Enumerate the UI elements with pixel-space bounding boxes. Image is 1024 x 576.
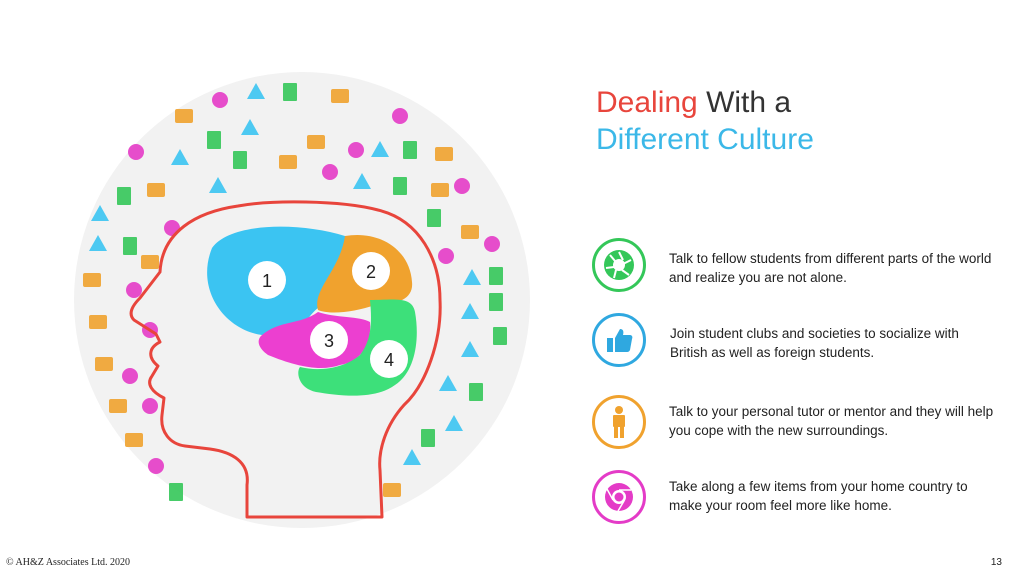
decorative-business-icon — [439, 375, 457, 391]
decorative-business-icon — [141, 255, 159, 269]
decorative-business-icon — [212, 92, 228, 108]
tip-text-2: Join student clubs and societies to soci… — [670, 326, 959, 360]
brain-section-1: 1 — [262, 271, 272, 291]
decorative-business-icon — [95, 357, 113, 371]
decorative-business-icon — [461, 303, 479, 319]
decorative-business-icon — [148, 458, 164, 474]
decorative-business-icon — [431, 183, 449, 197]
decorative-business-icon — [125, 433, 143, 447]
decorative-business-icon — [283, 83, 297, 101]
decorative-business-icon — [348, 142, 364, 158]
business-icon-cloud — [83, 83, 507, 501]
tip-text-3: Talk to your personal tutor or mentor an… — [669, 404, 994, 438]
decorative-business-icon — [128, 144, 144, 160]
decorative-business-icon — [435, 147, 453, 161]
decorative-business-icon — [209, 177, 227, 193]
title-word-dealing: Dealing — [596, 86, 698, 119]
decorative-business-icon — [241, 119, 259, 135]
decorative-business-icon — [169, 483, 183, 501]
decorative-business-icon — [489, 267, 503, 285]
page-number: 13 — [990, 557, 1002, 568]
decorative-business-icon — [147, 183, 165, 197]
decorative-business-icon — [392, 108, 408, 124]
decorative-business-icon — [175, 109, 193, 123]
slide-title: Dealing With a Different Culture — [596, 84, 814, 158]
brain-section-4: 4 — [384, 350, 394, 370]
decorative-business-icon — [421, 429, 435, 447]
decorative-business-icon — [427, 209, 441, 227]
decorative-business-icon — [393, 177, 407, 195]
decorative-business-icon — [83, 273, 101, 287]
chrome-logo-icon — [592, 470, 646, 524]
brain-section-3: 3 — [324, 331, 334, 351]
brain-section-2: 2 — [366, 262, 376, 282]
decorative-business-icon — [383, 483, 401, 497]
decorative-business-icon — [233, 151, 247, 169]
decorative-business-icon — [493, 327, 507, 345]
decorative-business-icon — [322, 164, 338, 180]
decorative-business-icon — [484, 236, 500, 252]
person-icon — [592, 395, 646, 449]
decorative-business-icon — [89, 315, 107, 329]
decorative-business-icon — [91, 205, 109, 221]
decorative-business-icon — [279, 155, 297, 169]
title-word-with-a: With a — [697, 86, 792, 119]
decorative-business-icon — [489, 293, 503, 311]
thumbs-up-icon — [592, 313, 646, 367]
decorative-business-icon — [307, 135, 325, 149]
decorative-business-icon — [171, 149, 189, 165]
decorative-business-icon — [353, 173, 371, 189]
decorative-business-icon — [445, 415, 463, 431]
decorative-business-icon — [247, 83, 265, 99]
tip-text-4: Take along a few items from your home co… — [669, 479, 968, 513]
tip-text-1: Talk to fellow students from different p… — [669, 251, 992, 285]
decorative-business-icon — [461, 341, 479, 357]
decorative-business-icon — [117, 187, 131, 205]
copyright-footer: © AH&Z Associates Ltd. 2020 — [6, 557, 130, 568]
decorative-business-icon — [463, 269, 481, 285]
decorative-business-icon — [403, 141, 417, 159]
decorative-business-icon — [123, 237, 137, 255]
decorative-business-icon — [454, 178, 470, 194]
head-outline — [129, 200, 442, 519]
decorative-business-icon — [331, 89, 349, 103]
decorative-business-icon — [142, 398, 158, 414]
decorative-business-icon — [438, 248, 454, 264]
decorative-business-icon — [461, 225, 479, 239]
decorative-business-icon — [371, 141, 389, 157]
decorative-business-icon — [469, 383, 483, 401]
title-line-2: Different Culture — [596, 123, 814, 156]
decorative-business-icon — [403, 449, 421, 465]
decorative-business-icon — [89, 235, 107, 251]
decorative-business-icon — [109, 399, 127, 413]
decorative-business-icon — [122, 368, 138, 384]
decorative-business-icon — [207, 131, 221, 149]
camera-aperture-icon — [592, 238, 646, 292]
decorative-business-icon — [126, 282, 142, 298]
